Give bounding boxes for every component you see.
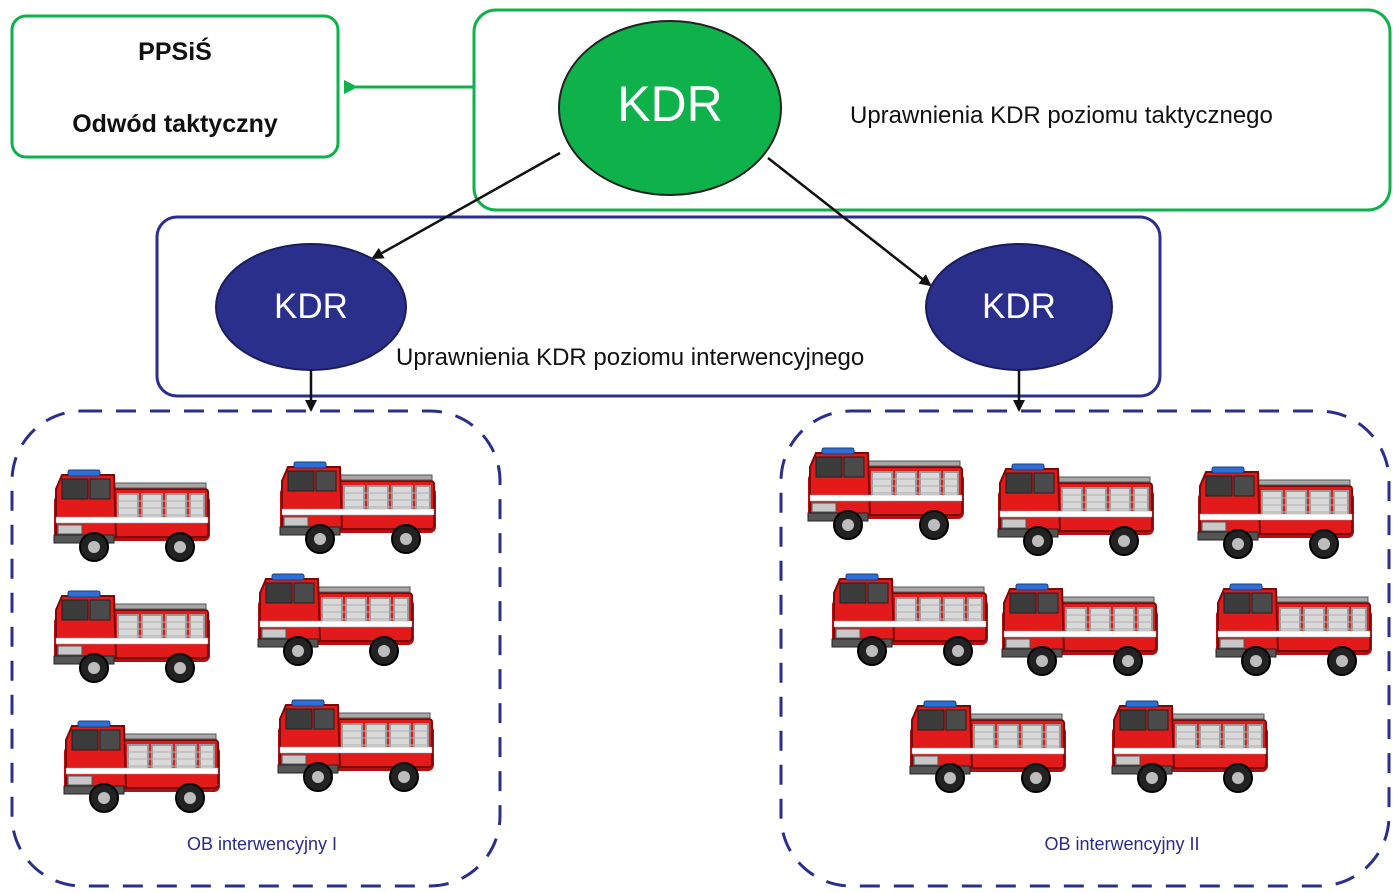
kdr-intervention-left-label: KDR [274,287,348,326]
ppsis-title: PPSiŚ [138,38,212,66]
kdr-tactical-label: KDR [617,76,723,132]
tactical-level-box [472,8,1392,212]
kdr-intervention-right-label: KDR [982,287,1056,326]
fire-truck-icon [1111,700,1269,793]
fire-truck-icon [53,469,211,562]
ppsis-box [10,14,340,159]
fire-truck-icon [257,573,415,666]
group-box-1 [10,409,502,888]
fire-truck-icon [63,720,221,813]
group-1-label: OB interwencyjny I [186,834,338,854]
arrow-kdr-to-left-kdr [371,151,561,260]
intervention-level-box [155,215,1162,398]
fire-truck-icon [53,590,211,683]
fire-truck-icon [1197,466,1355,559]
fire-truck-icon [831,573,989,666]
fire-truck-icon [909,700,1067,793]
fire-truck-icon [997,463,1155,556]
kdr-tactical-node [558,20,782,196]
tactical-caption: Uprawnienia KDR poziomu taktycznego [850,102,1273,129]
intervention-caption: Uprawnienia KDR poziomu interwencyjnego [396,344,865,371]
fire-truck-icon [807,447,965,540]
fire-truck-icon [277,699,435,792]
group-2-label: OB interwencyjny II [1044,834,1200,854]
ppsis-subtitle: Odwód taktyczny [72,110,278,138]
fire-truck-icon [1001,583,1159,676]
fire-truck-icon [1215,583,1373,676]
arrow-kdr-to-right-kdr [767,157,932,287]
fire-truck-icon [279,461,437,554]
